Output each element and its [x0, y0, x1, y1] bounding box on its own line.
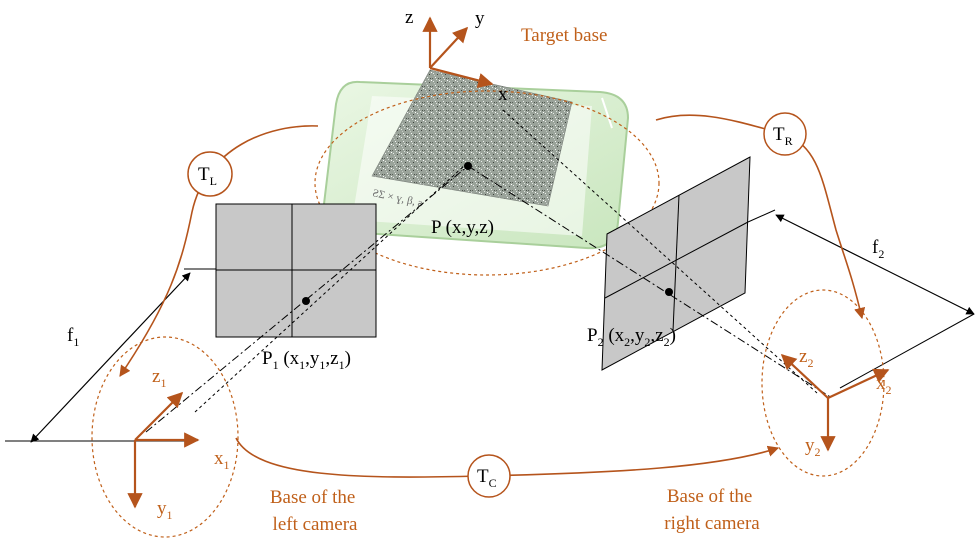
- right-camera-boundary: [762, 290, 884, 476]
- left-image-plane: [216, 204, 376, 337]
- right-axis-y-label: y2: [805, 435, 821, 459]
- focal-length-f2-return: [840, 314, 974, 388]
- focal-length-f1-label: f1: [67, 325, 79, 349]
- right-optical-axis: [748, 210, 775, 222]
- left-camera-base-label: Base of the left camera: [270, 487, 360, 535]
- transform-tl-node: TL: [188, 152, 232, 196]
- target-axis-z-label: z: [405, 7, 413, 28]
- point-p1-label: P1 (x1,y1,z1): [262, 348, 351, 372]
- transform-tr-node: TR: [764, 113, 806, 155]
- point-p2-label: P2 (x2,y2,z2): [587, 325, 676, 349]
- right-axis-z-label: z2: [799, 346, 813, 370]
- left-axis-z-label: z1: [152, 366, 166, 390]
- point-p2-dot: [665, 288, 673, 296]
- left-axis-y-label: y1: [157, 498, 173, 522]
- point-p-dot: [464, 162, 472, 170]
- left-axis-x-label: x1: [214, 448, 230, 472]
- right-camera-axes: [782, 355, 888, 450]
- focal-length-f2-arrow: [776, 215, 974, 314]
- point-p-label: P (x,y,z): [431, 217, 494, 238]
- focal-length-f2-label: f2: [872, 237, 884, 261]
- left-camera-axes: [135, 393, 198, 507]
- target-axis-x-label: x: [498, 84, 508, 105]
- right-axis-x-label: x2: [876, 373, 892, 397]
- point-p1-dot: [302, 297, 310, 305]
- focal-length-f1-arrow: [31, 273, 190, 442]
- target-base-label: Target base: [521, 25, 607, 46]
- right-camera-base-label: Base of the right camera: [664, 486, 760, 534]
- transform-tc-node: TC: [468, 455, 510, 497]
- target-axis-y-label: y: [475, 8, 485, 29]
